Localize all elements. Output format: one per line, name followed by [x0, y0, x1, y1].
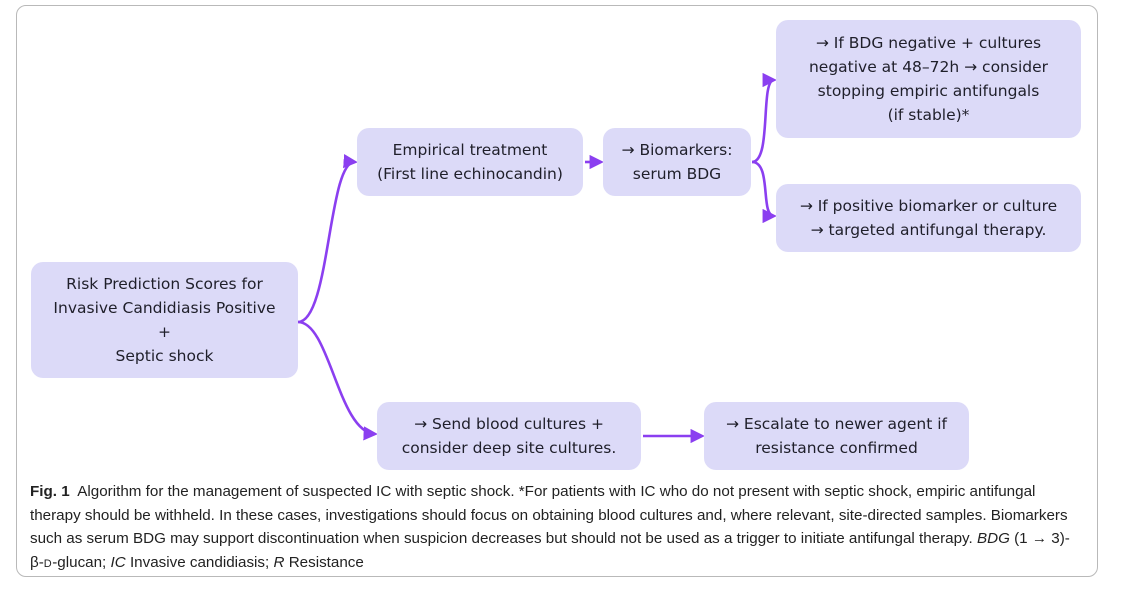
- bdg-definition-d: D: [43, 557, 53, 570]
- arrow-risk-to-cultures: [297, 320, 378, 441]
- node-text-line: (if stable)*: [887, 106, 970, 124]
- node-positive-biomarker: → If positive biomarker or culture → targ…: [776, 184, 1081, 252]
- node-bdg-negative: → If BDG negative + cultures negative at …: [776, 20, 1081, 138]
- figure-caption: Fig. 1 Algorithm for the management of s…: [30, 480, 1082, 576]
- node-text-line: → Escalate to newer agent if: [726, 415, 947, 433]
- node-text-line: serum BDG: [632, 165, 722, 183]
- caption-text: Algorithm for the management of suspecte…: [30, 483, 1068, 547]
- node-text-line: → Biomarkers:: [621, 141, 733, 159]
- figure-label: Fig. 1: [30, 483, 70, 500]
- abbr-r: R: [273, 553, 285, 571]
- abbr-bdg: BDG: [976, 530, 1010, 547]
- node-empirical-treatment: Empirical treatment (First line echinocan…: [357, 128, 583, 196]
- r-definition: Resistance: [288, 553, 364, 571]
- arrow-risk-to-empirical: [297, 154, 358, 324]
- node-text-line: resistance confirmed: [755, 439, 918, 457]
- bdg-definition-post: -glucan;: [52, 553, 107, 571]
- node-text-line: → If positive biomarker or culture: [799, 197, 1058, 215]
- abbr-ic: IC: [110, 553, 126, 571]
- node-text-line: negative at 48–72h → consider: [808, 58, 1049, 76]
- node-text-line: Risk Prediction Scores for: [66, 275, 263, 293]
- node-text-line: Invasive Candidiasis Positive: [53, 299, 276, 317]
- node-text-line: stopping empiric antifungals: [817, 82, 1040, 100]
- node-send-blood-cultures: → Send blood cultures + consider deep sit…: [377, 402, 641, 470]
- node-text-line: → targeted antifungal therapy.: [810, 221, 1047, 239]
- node-text-line: → Send blood cultures +: [414, 415, 604, 433]
- node-text-line: → If BDG negative + cultures: [815, 34, 1042, 52]
- node-text-line: (First line echinocandin): [377, 165, 563, 183]
- arrow-biomarkers-to-positive: [751, 160, 777, 224]
- bdg-definition-pre: (1 → 3)-β-: [30, 530, 1070, 571]
- node-text-line: Septic shock: [115, 347, 214, 365]
- node-text-line: Empirical treatment: [392, 141, 548, 159]
- node-text-line: +: [158, 323, 171, 341]
- arrow-biomarkers-to-bdg-negative: [751, 72, 777, 164]
- node-biomarkers: → Biomarkers: serum BDG: [603, 128, 751, 196]
- ic-definition: Invasive candidiasis;: [129, 553, 270, 571]
- node-text-line: consider deep site cultures.: [401, 439, 617, 457]
- node-escalate: → Escalate to newer agent if resistance c…: [704, 402, 969, 470]
